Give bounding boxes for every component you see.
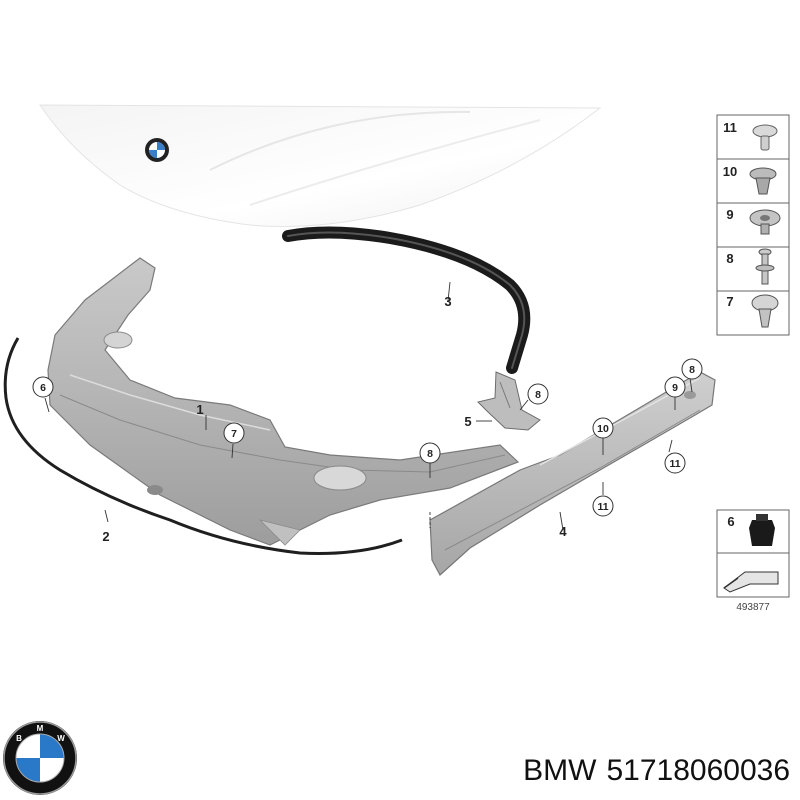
caption-brand: BMW bbox=[523, 754, 597, 787]
legend-label-9: 9 bbox=[726, 207, 733, 222]
legend-label-6: 6 bbox=[727, 514, 734, 529]
legend-label-10: 10 bbox=[723, 164, 737, 179]
callout-9: 9 bbox=[664, 376, 686, 398]
callout-10-label: 10 bbox=[597, 423, 609, 435]
label-part-3: 3 bbox=[444, 294, 451, 309]
callout-8-center-label: 8 bbox=[427, 448, 433, 460]
bmw-logo: B M W bbox=[3, 721, 77, 795]
arrow-symbol-icon bbox=[723, 571, 779, 593]
hood-illustration bbox=[39, 104, 602, 227]
rubber-buffer-legend: 6 bbox=[716, 509, 790, 598]
logo-letter-w: W bbox=[57, 734, 65, 743]
callout-11-right: 11 bbox=[664, 452, 686, 474]
fastener-legend: 11 10 9 8 7 bbox=[716, 114, 790, 336]
callout-7-label: 7 bbox=[231, 428, 237, 440]
seal-line-part-2 bbox=[3, 337, 403, 555]
caption-text: BMW 51718060036 bbox=[523, 754, 790, 787]
label-part-5: 5 bbox=[464, 414, 471, 429]
label-part-1: 1 bbox=[196, 402, 203, 417]
callout-8-bracket: 8 bbox=[527, 383, 549, 405]
rail-part-4 bbox=[429, 371, 716, 576]
rubber-buffer-icon bbox=[749, 514, 775, 546]
seal-strip-part-3 bbox=[282, 226, 531, 374]
seal-strip-highlight bbox=[287, 231, 526, 369]
clip-nut-icon bbox=[749, 209, 781, 235]
caption-part-number: 51718060036 bbox=[606, 754, 790, 787]
callout-8-rail-label: 8 bbox=[689, 364, 695, 376]
callout-9-label: 9 bbox=[672, 382, 678, 394]
callout-6-left-label: 6 bbox=[40, 382, 46, 394]
leader-lines bbox=[44, 281, 693, 531]
callout-8-rail: 8 bbox=[681, 358, 703, 380]
callout-8-bracket-label: 8 bbox=[535, 389, 541, 401]
expanding-rivet-icon bbox=[751, 294, 779, 328]
logo-letter-m: M bbox=[37, 724, 44, 733]
callout-8-center: 8 bbox=[419, 442, 441, 464]
legend-label-7: 7 bbox=[726, 294, 733, 309]
push-rivet-icon bbox=[752, 124, 778, 151]
callout-11-lower: 11 bbox=[592, 495, 614, 517]
legend-label-11: 11 bbox=[723, 120, 737, 135]
logo-letter-b: B bbox=[16, 734, 22, 743]
callout-6-left: 6 bbox=[32, 376, 54, 398]
hood-bmw-emblem-icon bbox=[145, 138, 169, 162]
diagram-reference-number: 493877 bbox=[736, 602, 770, 613]
trim-panel-part-1 bbox=[47, 257, 520, 546]
legend-label-8: 8 bbox=[726, 251, 733, 266]
bracket-part-5 bbox=[477, 371, 541, 431]
plastic-rivet-icon bbox=[755, 248, 775, 285]
callout-10: 10 bbox=[592, 417, 614, 439]
callout-7: 7 bbox=[223, 422, 245, 444]
label-part-2: 2 bbox=[102, 529, 109, 544]
callout-11-right-label: 11 bbox=[669, 458, 680, 470]
label-part-4: 4 bbox=[559, 524, 567, 539]
callout-11-lower-label: 11 bbox=[597, 501, 608, 513]
expanding-nut-icon bbox=[749, 167, 777, 195]
